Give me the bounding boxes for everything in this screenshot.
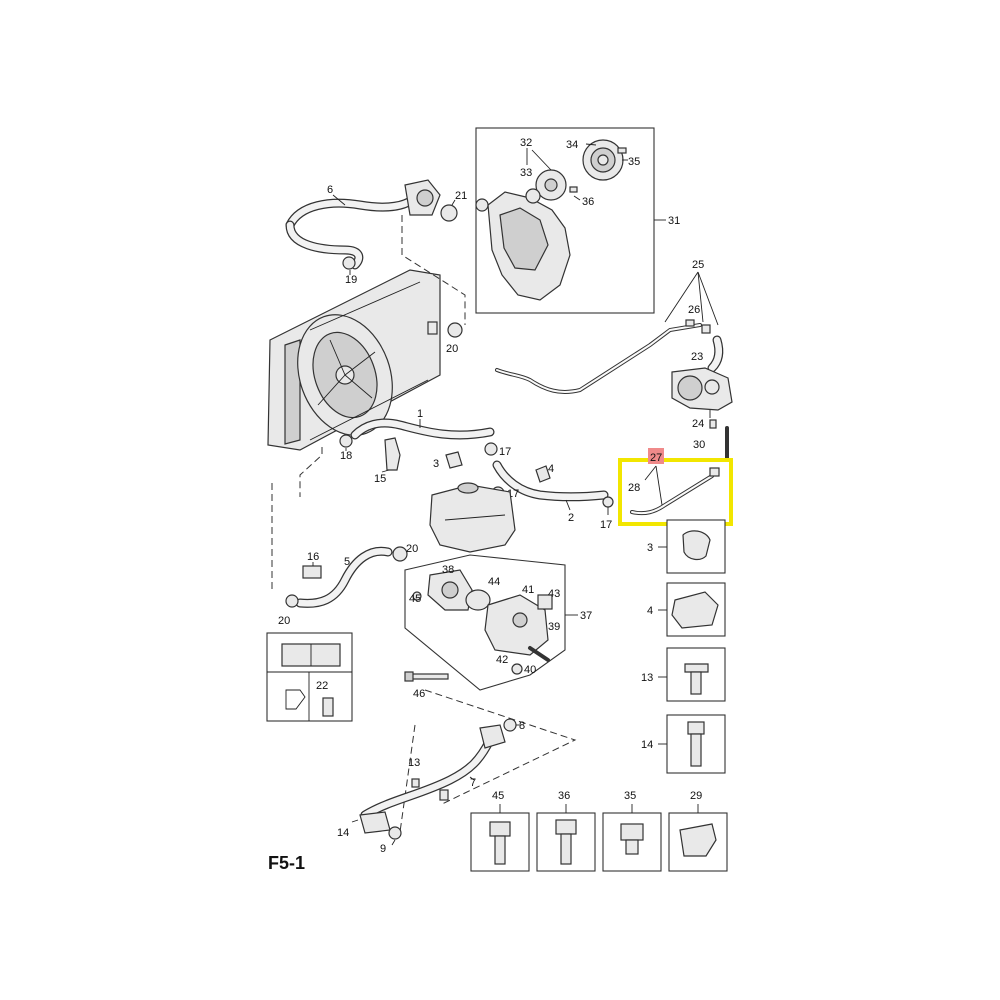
highlight-tag bbox=[648, 448, 664, 464]
callout-30: 30 bbox=[693, 439, 705, 451]
bottom-panel-45 bbox=[470, 804, 530, 872]
bolt-46 bbox=[404, 671, 449, 682]
throttle-body-23 bbox=[671, 335, 733, 418]
bleed-pipe-25 bbox=[495, 271, 719, 394]
callout-46: 46 bbox=[413, 688, 425, 700]
callout-17-a: 17 bbox=[499, 446, 511, 458]
callout-8: 8 bbox=[519, 720, 525, 732]
callout-41: 41 bbox=[522, 584, 534, 596]
callout-1: 1 bbox=[417, 408, 423, 420]
expansion-tank bbox=[429, 482, 516, 553]
callout-23: 23 bbox=[691, 351, 703, 363]
callout-6: 6 bbox=[327, 184, 333, 196]
callout-35: 35 bbox=[628, 156, 640, 168]
side-panel-label-4: 4 bbox=[647, 605, 653, 617]
callout-9: 9 bbox=[380, 843, 386, 855]
bottom-panel-36 bbox=[536, 804, 596, 872]
thermostat-inset bbox=[404, 554, 578, 691]
callout-28: 28 bbox=[628, 482, 640, 494]
callout-31: 31 bbox=[668, 215, 680, 227]
bottom-panel-label-45: 45 bbox=[492, 790, 504, 802]
callout-45-main: 45 bbox=[409, 593, 421, 605]
hose-1 bbox=[339, 418, 498, 456]
callout-25: 25 bbox=[692, 259, 704, 271]
callout-15: 15 bbox=[374, 473, 386, 485]
side-panel-label-3: 3 bbox=[647, 542, 653, 554]
figure-code: F5-1 bbox=[268, 853, 305, 873]
callout-24: 24 bbox=[692, 418, 704, 430]
pipe-7 bbox=[351, 718, 520, 846]
callout-21: 21 bbox=[455, 190, 467, 202]
side-panel-label-13: 13 bbox=[641, 672, 653, 684]
callout-39: 39 bbox=[548, 621, 560, 633]
callout-34: 34 bbox=[566, 139, 578, 151]
sealant-icon bbox=[322, 697, 334, 717]
callout-40: 40 bbox=[524, 664, 536, 676]
bottom-panel-label-36: 36 bbox=[558, 790, 570, 802]
callout-38: 38 bbox=[442, 564, 454, 576]
callout-27: 27 bbox=[650, 452, 662, 464]
callout-33: 33 bbox=[520, 167, 532, 179]
callout-18: 18 bbox=[340, 450, 352, 462]
side-panel-13 bbox=[658, 647, 726, 702]
highlighted-hose-28 bbox=[618, 448, 733, 526]
bottom-panel-35 bbox=[602, 804, 662, 872]
callout-20-upper: 20 bbox=[446, 343, 458, 355]
radiator bbox=[267, 269, 441, 451]
water-pump-inset bbox=[475, 127, 666, 314]
callout-20-mid: 20 bbox=[406, 543, 418, 555]
manual-icons-box bbox=[266, 632, 353, 722]
callout-13-main: 13 bbox=[408, 757, 420, 769]
callout-42: 42 bbox=[496, 654, 508, 666]
callout-36: 36 bbox=[582, 196, 594, 208]
bottom-panel-label-35: 35 bbox=[624, 790, 636, 802]
callout-43: 43 bbox=[548, 588, 560, 600]
side-panel-4 bbox=[658, 582, 726, 637]
callout-14-main: 14 bbox=[337, 827, 349, 839]
oil-can-icon bbox=[285, 689, 306, 710]
callout-22: 22 bbox=[316, 680, 328, 692]
callout-44: 44 bbox=[488, 576, 500, 588]
callout-2: 2 bbox=[568, 512, 574, 524]
callout-19: 19 bbox=[345, 274, 357, 286]
hose-6 bbox=[285, 179, 458, 275]
callout-7: 7 bbox=[470, 777, 476, 789]
side-panel-3 bbox=[658, 519, 726, 574]
hose-5 bbox=[285, 546, 408, 608]
bottom-panel-29 bbox=[668, 804, 728, 872]
callout-37: 37 bbox=[580, 610, 592, 622]
callout-16: 16 bbox=[307, 551, 319, 563]
callout-32: 32 bbox=[520, 137, 532, 149]
callout-26: 26 bbox=[688, 304, 700, 316]
callout-4-main: 4 bbox=[548, 463, 554, 475]
side-panel-label-14: 14 bbox=[641, 739, 653, 751]
side-panel-14 bbox=[658, 714, 726, 774]
callout-17-c: 17 bbox=[600, 519, 612, 531]
callout-5: 5 bbox=[344, 556, 350, 568]
callout-3-main: 3 bbox=[433, 458, 439, 470]
bottom-panel-label-29: 29 bbox=[690, 790, 702, 802]
callout-20-low: 20 bbox=[278, 615, 290, 627]
